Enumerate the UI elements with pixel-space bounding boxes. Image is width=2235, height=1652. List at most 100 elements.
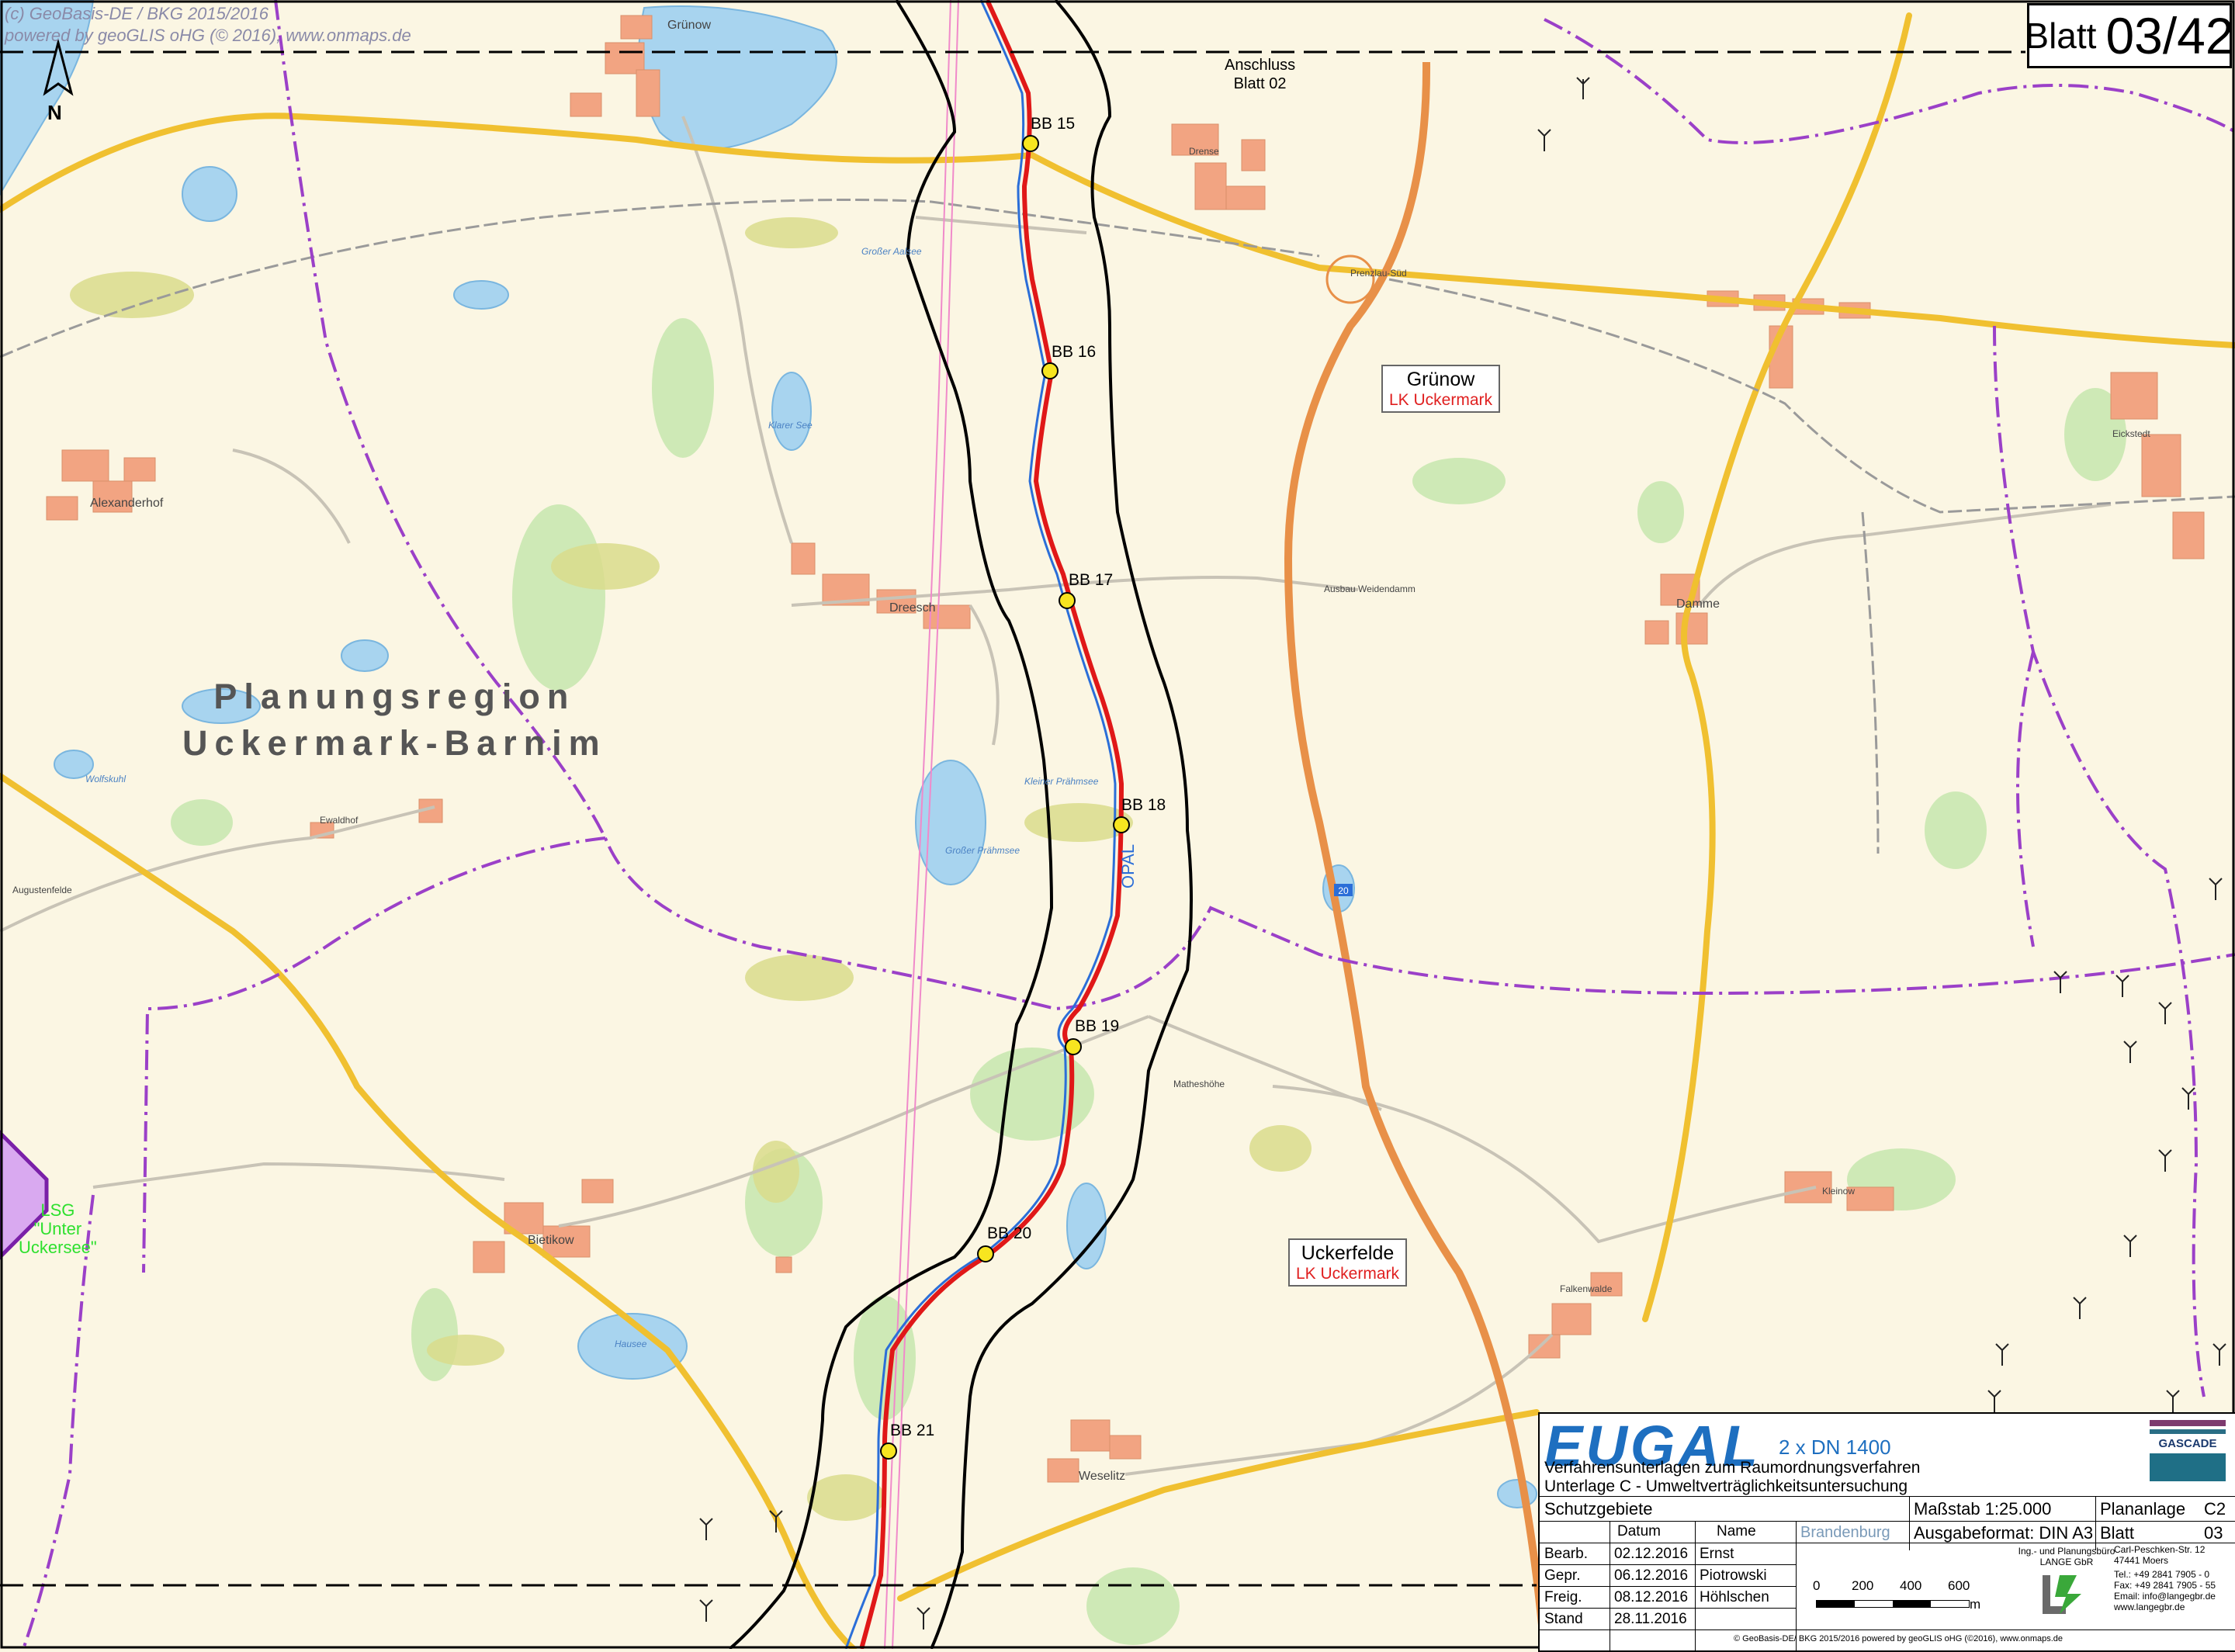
- scalebar-unit: m: [1970, 1597, 1981, 1612]
- main-roads: [0, 12, 2235, 1649]
- highway-b20: [1284, 61, 1548, 1649]
- town-label: Drense: [1189, 146, 1219, 157]
- town-label: Dreesch: [889, 601, 936, 615]
- address-line: Fax: +49 2841 7905 - 55: [2114, 1580, 2216, 1591]
- address-line: Tel.: +49 2841 7905 - 0: [2114, 1569, 2210, 1580]
- bb-label: BB 21: [890, 1422, 935, 1439]
- eugal-logo: EUGAL: [1544, 1414, 1761, 1478]
- address-line: Email: info@langegbr.de: [2114, 1591, 2216, 1602]
- sheet-boundary: [0, 50, 2025, 1587]
- copyright-line-1: (c) GeoBasis-DE / BKG 2015/2016: [5, 4, 269, 23]
- row-date: 06.12.2016: [1614, 1567, 1689, 1584]
- lsg-area: [0, 1130, 49, 1260]
- survey-lines: [884, 0, 959, 1649]
- town-label: Prenzlau-Süd: [1350, 268, 1407, 279]
- role-label: Stand: [1544, 1611, 1583, 1627]
- office-line-1: Ing.- und Planungsbüro: [2018, 1546, 2115, 1557]
- date-header: Datum: [1617, 1523, 1661, 1539]
- eugal-subtitle: 2 x DN 1400: [1779, 1436, 1891, 1459]
- water-label: Kleiner Prähmsee: [1024, 776, 1099, 787]
- row-date: 02.12.2016: [1614, 1546, 1689, 1562]
- town-label: Grünow: [667, 19, 712, 32]
- gascade-text: GASCADE: [2158, 1437, 2217, 1450]
- planning-region-line-2: Uckermark-Barnim: [182, 723, 607, 763]
- water-label: Großer Aalsee: [861, 246, 922, 257]
- role-label: Freig.: [1544, 1589, 1582, 1605]
- office-line-2: LANGE GbR: [2039, 1557, 2094, 1567]
- municipality-box-uckerfelde: Uckerfelde LK Uckermark: [1288, 1238, 1408, 1287]
- scalebar-tick: 400: [1900, 1578, 1922, 1593]
- town-label: Ewaldhof: [320, 815, 359, 826]
- water-label: Hausee: [615, 1339, 647, 1349]
- railway: [0, 199, 2235, 854]
- row-name: Piotrowski: [1700, 1567, 1767, 1584]
- opal-pipeline-label: OPAL: [1118, 843, 1138, 888]
- sheet-number-box: Blatt 03/42: [2025, 3, 2234, 68]
- role-label: Bearb.: [1544, 1546, 1588, 1562]
- connection-note: Anschluss Blatt 02: [1225, 56, 1295, 93]
- admin-boundary: [22, 0, 2235, 1649]
- town-label: Bietikow: [528, 1234, 574, 1247]
- address-line: www.langegbr.de: [2114, 1602, 2185, 1612]
- row-date: 28.11.2016: [1614, 1611, 1687, 1627]
- sheet-label-block: Blatt: [2100, 1523, 2135, 1543]
- town-label: Augustenfelde: [12, 885, 72, 895]
- town-label: Falkenwalde: [1560, 1283, 1613, 1294]
- minor-roads: [0, 116, 2112, 1476]
- town-label: Kleinow: [1822, 1186, 1856, 1197]
- town-label: Eickstedt: [2112, 428, 2150, 439]
- role-label: Gepr.: [1544, 1567, 1581, 1584]
- name-header: Name: [1717, 1523, 1756, 1539]
- planning-region-line-1: Planungsregion: [213, 677, 576, 716]
- state-name: Brandenburg: [1800, 1524, 1890, 1541]
- address-line: Carl-Peschken-Str. 12: [2114, 1544, 2206, 1555]
- gascade-logo: GASCADE: [2150, 1420, 2226, 1481]
- footer-copyright: © GeoBasis-DE/ BKG 2015/2016 powered by …: [1734, 1634, 2063, 1643]
- town-label: Matheshöhe: [1173, 1079, 1225, 1089]
- eugal-pipeline: [844, 0, 1124, 1649]
- address-line: 47441 Moers: [2114, 1555, 2169, 1566]
- bb-point-markers: [880, 135, 1130, 1460]
- output-format: Ausgabeformat: DIN A3: [1914, 1523, 2094, 1543]
- municipality-box-gruenow: Grünow LK Uckermark: [1381, 365, 1501, 413]
- planning-region-label: Planungsregion Uckermark-Barnim: [182, 674, 607, 767]
- plan-label: Plananlage: [2100, 1499, 2186, 1519]
- scrub-layer: [70, 217, 1312, 1521]
- scalebar: [1816, 1600, 1970, 1608]
- bb-label: BB 15: [1031, 115, 1076, 133]
- sheet-label: Blatt: [2025, 16, 2097, 56]
- bb-label: BB 18: [1121, 796, 1166, 814]
- town-label: Weselitz: [1079, 1470, 1126, 1483]
- scalebar-tick: 600: [1948, 1578, 1970, 1593]
- wind-turbine-icons: [699, 77, 2226, 1629]
- row-name: Höhlschen: [1700, 1589, 1769, 1605]
- vegetation-layer: [171, 318, 2126, 1645]
- bb-label: BB 16: [1052, 343, 1097, 361]
- bb-label: BB 20: [987, 1224, 1032, 1242]
- procedure-description: Verfahrensunterlagen zum Raumordnungsver…: [1544, 1459, 1921, 1477]
- municipality-name: Uckerfelde: [1301, 1242, 1395, 1264]
- connection-note-text: Anschluss Blatt 02: [1225, 57, 1296, 92]
- scalebar-tick: 0: [1813, 1578, 1821, 1593]
- copyright-line-2: powered by geoGLIS oHG (© 2016), www.onm…: [5, 26, 411, 45]
- town-label: Alexanderhof: [90, 497, 164, 510]
- water-label: Klarer See: [768, 420, 813, 431]
- settlement-layer: [46, 15, 2205, 1483]
- scalebar-tick: 200: [1852, 1578, 1874, 1593]
- road-shield-20: 20: [1334, 884, 1353, 896]
- document-description: Unterlage C - Umweltverträglichkeitsunte…: [1544, 1477, 1908, 1495]
- water-layer: [0, 0, 1537, 1508]
- district-name: LK Uckermark: [1389, 391, 1493, 409]
- bb-label: BB 19: [1075, 1017, 1120, 1035]
- town-label: Ausbau Weidendamm: [1324, 584, 1416, 594]
- water-label: Großer Prähmsee: [945, 845, 1020, 856]
- sheet-value-block: 03: [2204, 1523, 2223, 1543]
- scale: Maßstab 1:25.000: [1914, 1499, 2052, 1519]
- bb-label: BB 17: [1069, 571, 1114, 589]
- copyright-notice: (c) GeoBasis-DE / BKG 2015/2016 powered …: [5, 3, 411, 47]
- row-name: Ernst: [1700, 1546, 1734, 1562]
- subject: Schutzgebiete: [1544, 1499, 1653, 1519]
- planning-corridor: [728, 0, 1193, 1649]
